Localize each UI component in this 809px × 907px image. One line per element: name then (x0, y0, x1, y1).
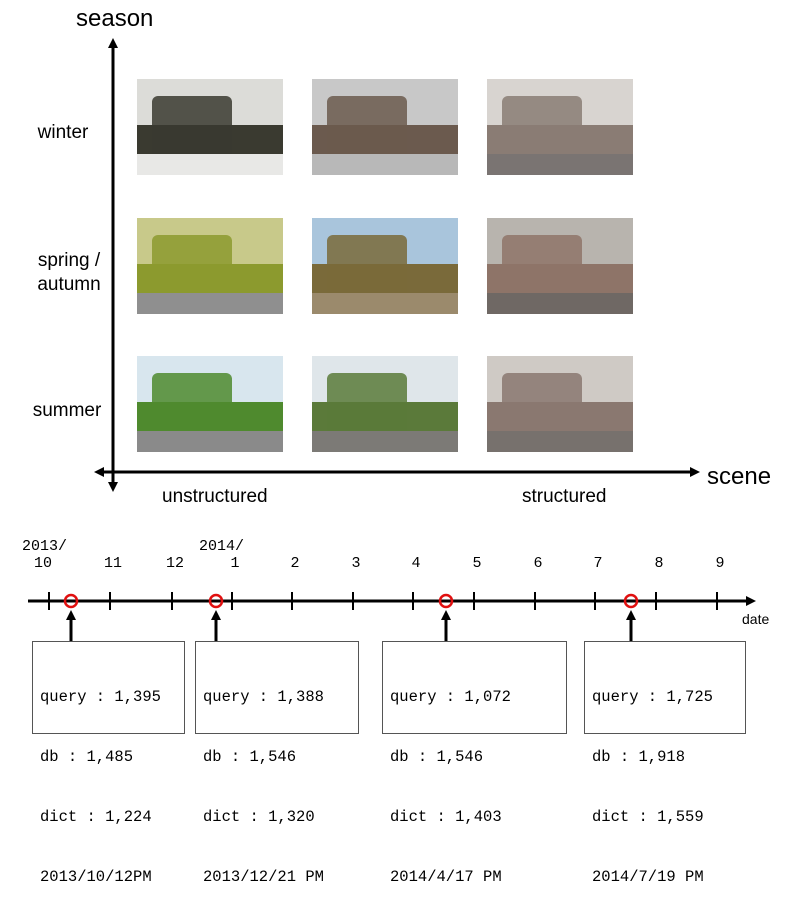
timeline-tick-label: 6 (533, 555, 543, 572)
row-label-winter: winter (8, 121, 118, 145)
stats-query: query : 1,395 (40, 688, 161, 706)
photo-ground (137, 430, 283, 452)
capture-date-marker (63, 593, 79, 609)
photo-ground (312, 430, 458, 452)
photo-ground (487, 153, 633, 175)
stats-db: db : 1,546 (203, 748, 297, 766)
stats-dict: dict : 1,320 (203, 808, 315, 826)
timeline-end-label: date (742, 611, 770, 627)
diagram-canvas (28, 38, 756, 641)
photo-ground (312, 153, 458, 175)
photo-scene-shape (151, 96, 232, 156)
photo-scene-shape (151, 235, 232, 295)
stats-db: db : 1,546 (390, 748, 484, 766)
photo-ground (312, 292, 458, 314)
stats-db: db : 1,918 (592, 748, 686, 766)
year-label-2013: 2013/ (22, 538, 68, 555)
capture-date-marker (623, 593, 639, 609)
photo-scene-shape (501, 373, 582, 433)
photo-scene-shape (326, 373, 407, 433)
photo-scene-shape (151, 373, 232, 433)
photo-scene-shape (501, 235, 582, 295)
photo-winter-unstructured (137, 79, 283, 175)
photo-ground (487, 430, 633, 452)
photo-scene-shape (501, 96, 582, 156)
photo-summer-structured (487, 356, 633, 452)
stats-query: query : 1,725 (592, 688, 713, 706)
stats-box-1: query : 1,395 db : 1,485 dict : 1,224 20… (32, 641, 185, 886)
year-label-2014: 2014/ (199, 538, 245, 555)
timeline-tick-label: 3 (351, 555, 361, 572)
photo-scene-shape (326, 96, 407, 156)
timeline-tick-label: 8 (654, 555, 664, 572)
timeline-tick-label: 11 (103, 555, 122, 572)
row-label-line: autumn (37, 274, 101, 295)
row-label-line: summer (32, 400, 102, 421)
row-label-line: spring / (37, 250, 101, 271)
stats-dict: dict : 1,403 (390, 808, 502, 826)
stats-date: 2013/10/12PM (40, 868, 152, 886)
photo-spring-autumn-middle (312, 218, 458, 314)
timeline-tick-label: 10 (33, 555, 52, 572)
season-axis-title: season (76, 5, 154, 32)
photo-summer-unstructured (137, 356, 283, 452)
stats-date: 2014/7/19 PM (592, 868, 704, 886)
stats-box-3: query : 1,072 db : 1,546 dict : 1,403 20… (382, 641, 567, 886)
stats-date: 2013/12/21 PM (203, 868, 324, 886)
row-label-spring-autumn: spring / autumn (14, 249, 124, 297)
photo-winter-structured (487, 79, 633, 175)
photo-ground (487, 292, 633, 314)
row-label-line: winter (37, 122, 89, 143)
scene-axis-title: scene (707, 463, 772, 490)
row-label-summer: summer (12, 399, 122, 423)
timeline-tick-label: 4 (411, 555, 421, 572)
column-label-unstructured: unstructured (162, 486, 268, 507)
timeline-tick-label: 5 (472, 555, 482, 572)
photo-winter-middle (312, 79, 458, 175)
photo-ground (137, 292, 283, 314)
capture-date-marker (438, 593, 454, 609)
timeline-tick-label: 1 (230, 555, 240, 572)
photo-ground (137, 153, 283, 175)
stats-date: 2014/4/17 PM (390, 868, 502, 886)
stats-dict: dict : 1,559 (592, 808, 704, 826)
photo-spring-autumn-unstructured (137, 218, 283, 314)
stats-box-4: query : 1,725 db : 1,918 dict : 1,559 20… (584, 641, 746, 886)
stats-db: db : 1,485 (40, 748, 134, 766)
timeline-tick-label: 7 (593, 555, 603, 572)
timeline-tick-label: 9 (715, 555, 725, 572)
timeline-tick-label: 2 (290, 555, 300, 572)
stats-query: query : 1,072 (390, 688, 511, 706)
timeline-tick-label: 12 (165, 555, 184, 572)
stats-dict: dict : 1,224 (40, 808, 152, 826)
capture-date-marker (208, 593, 224, 609)
stats-query: query : 1,388 (203, 688, 324, 706)
column-label-structured: structured (522, 486, 607, 507)
photo-summer-middle (312, 356, 458, 452)
photo-spring-autumn-structured (487, 218, 633, 314)
stats-box-2: query : 1,388 db : 1,546 dict : 1,320 20… (195, 641, 359, 886)
photo-scene-shape (326, 235, 407, 295)
